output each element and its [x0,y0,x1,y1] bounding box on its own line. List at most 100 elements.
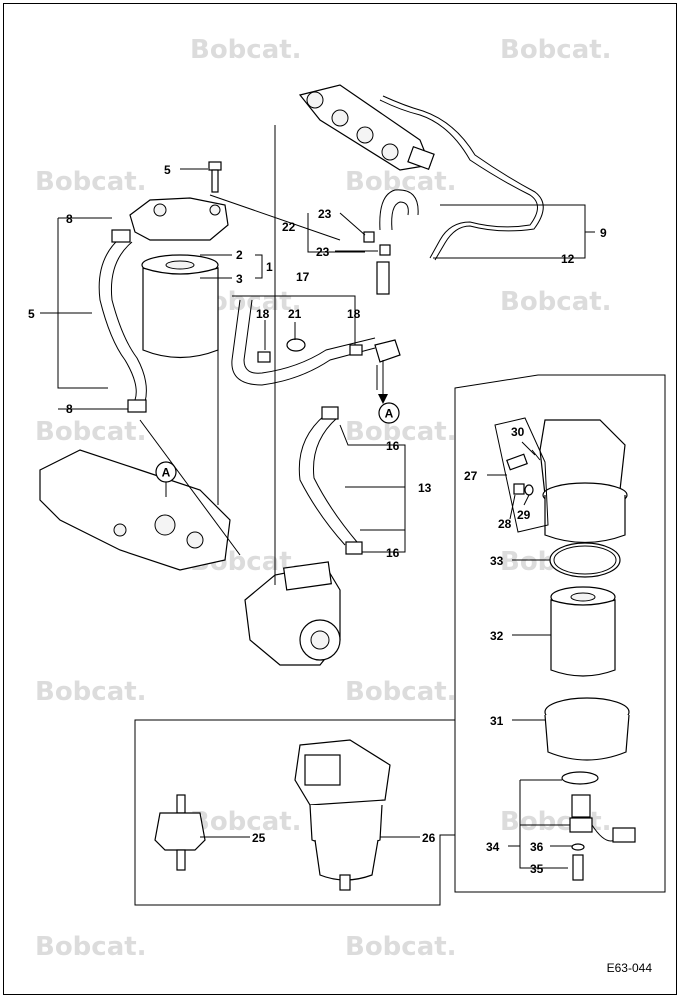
ref-circle-a-bracket: A [155,461,177,483]
hose-13 [298,414,346,546]
clamp-18-right [349,344,363,356]
callout-23-upper: 23 [318,207,332,221]
callout-23-lower: 23 [316,245,330,259]
callout-16-bottom: 16 [386,546,400,560]
callout-labels: 5 8 2 1 3 5 8 17 18 21 18 22 23 23 9 12 … [28,163,607,876]
callout-27: 27 [464,469,478,483]
callout-leaders [40,168,595,869]
hose-22 [379,189,419,231]
clamp-8-bottom [127,399,147,413]
callout-8-bottom: 8 [66,402,73,416]
callout-26: 26 [422,831,436,845]
return-line-9 [379,99,538,259]
part-29 [524,484,534,496]
clamp-8-top [111,229,131,243]
callout-25: 25 [252,831,266,845]
o-ring-36 [571,843,585,851]
clamp-18-left [257,351,271,363]
watermark: Bobcat. [500,287,612,317]
callout-21: 21 [288,307,302,321]
callout-30: 30 [511,425,525,439]
callout-12: 12 [561,252,575,266]
clamp-16-top [321,406,339,420]
watermark: Bobcat. [35,932,147,962]
return-line-9-edge [382,95,544,261]
callout-5: 5 [28,307,35,321]
filter-bowl-31 [544,697,630,761]
callout-28: 28 [498,517,512,531]
watermark: Bobcat. [190,35,302,65]
part-27 [506,453,528,471]
sensor-base [569,817,593,833]
bolt-4 [208,161,222,193]
callout-9: 9 [600,226,607,240]
callout-34: 34 [486,840,500,854]
fitting-23-upper [363,231,375,243]
o-ring-34 [561,771,599,785]
watermark: Bobcat. [345,417,457,447]
ref-letter: A [385,407,394,421]
callout-22: 22 [282,220,296,234]
pre-filter-25 [154,794,206,871]
filter-cartridge-3 [141,254,219,359]
callout-18-right: 18 [347,307,361,321]
detail-box-outline [134,374,666,906]
callout-16-top: 16 [386,439,400,453]
water-sensor [571,794,591,818]
callout-4: 5 [164,163,171,177]
callout-3: 3 [236,272,243,286]
callout-1: 1 [266,260,273,274]
leader-line [139,419,241,556]
watermark: Bobcat. [190,807,302,837]
hose-22-edge [391,201,409,231]
watermark: Bobcat. [500,807,612,837]
callout-2: 2 [236,248,243,262]
drawing-code: E63-044 [607,961,653,975]
callout-32: 32 [490,629,504,643]
part-28 [513,483,525,495]
callout-13: 13 [418,481,432,495]
fitting-23-lower [379,244,391,256]
separator-head [539,419,628,544]
filter-head-2 [129,197,229,241]
watermark: Bobcat. [500,35,612,65]
arrow-head [378,394,388,404]
clip-21 [286,338,306,352]
callout-31: 31 [490,714,504,728]
watermark: Bobcat. [35,417,147,447]
injection-pump [244,561,341,666]
leader-line [209,194,341,241]
callout-17: 17 [296,270,310,284]
callout-18-left: 18 [256,307,270,321]
callout-8-top: 8 [66,212,73,226]
hose-5-edge [110,241,147,403]
separator-assembly-26 [294,739,391,891]
hose-17-edge [243,299,376,374]
ref-letter: A [162,466,171,480]
ref-circle-a-top: A [378,402,400,424]
fuel-rail [298,84,435,171]
part-30 [531,449,541,461]
callout-29: 29 [517,508,531,522]
watermark: Bobcat. [35,167,147,197]
o-ring-33 [549,542,621,578]
drawing-frame [3,3,677,995]
watermark: Bobcat. [35,677,147,707]
junction-block [374,339,401,363]
watermark: Bobcat. [345,932,457,962]
detail-27-group [494,417,549,533]
hose-13-edge [312,417,358,543]
filter-element-32 [550,586,616,677]
callout-35: 35 [530,862,544,876]
clamp-16-bottom [345,541,363,555]
drain-plug-35 [572,854,584,881]
connector [376,261,390,295]
watermark: Bobcat. [345,677,457,707]
engine-bracket [39,449,231,571]
hose-17 [231,299,376,386]
sensor-connector [612,827,636,843]
hose-5 [98,237,137,401]
callout-33: 33 [490,554,504,568]
watermark: Bobcat. [345,167,457,197]
